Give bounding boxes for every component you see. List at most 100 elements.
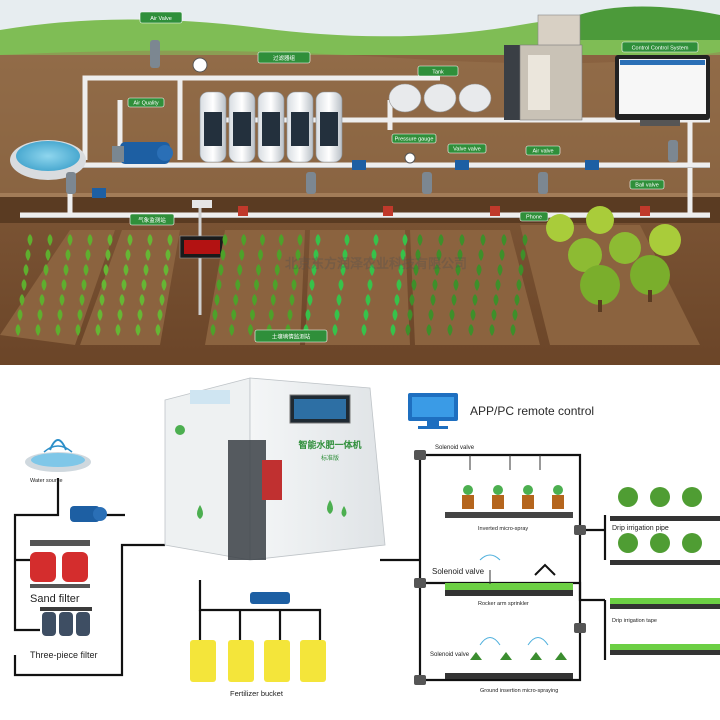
- crop-plant: [522, 234, 528, 246]
- crop-plant: [143, 264, 149, 276]
- crop-plant: [135, 324, 141, 336]
- bottom-labels: Water source Sand filter Three-piece fil…: [30, 445, 669, 698]
- crop-plant: [258, 249, 263, 261]
- crop-plant: [453, 279, 459, 291]
- weather-station: [179, 200, 225, 315]
- crop-plant: [309, 279, 315, 291]
- filter-group-chip: 过滤器组: [257, 51, 311, 64]
- computer-icon: [408, 393, 458, 429]
- crop-plant: [95, 324, 101, 336]
- bottom-pump: [70, 506, 107, 522]
- sand-filter-label: Sand filter: [30, 593, 80, 605]
- soil-station-chip: 土壤墒情监测站: [254, 329, 328, 343]
- crop-plant: [394, 294, 400, 306]
- crop-plant: [87, 234, 93, 246]
- crop-plant: [115, 324, 121, 336]
- crop-plant: [434, 264, 440, 276]
- pump: [112, 142, 173, 164]
- station-label: 气象监测站: [138, 216, 166, 224]
- crop-plant: [218, 264, 224, 276]
- crop-plant: [123, 264, 129, 276]
- crop-plant: [239, 249, 245, 261]
- crop-plant: [428, 309, 434, 321]
- phone-label: Phone: [526, 215, 542, 221]
- tank-chip: Tank: [417, 65, 459, 77]
- crop-plant: [210, 324, 216, 336]
- crop-plant: [260, 234, 265, 246]
- solenoid-valve-2-label: Solenoid valve: [432, 567, 485, 576]
- crop-plant: [159, 294, 165, 306]
- crop-plant: [491, 309, 497, 321]
- crop-plant: [19, 294, 25, 306]
- crop-plant: [252, 294, 257, 306]
- crop-plant: [103, 264, 109, 276]
- crop-plant: [278, 234, 284, 246]
- crop-plant: [37, 309, 43, 321]
- crop-plant: [297, 234, 303, 246]
- crop-plant: [233, 294, 239, 306]
- crop-plant: [516, 279, 522, 291]
- soil-station-label: 土壤墒情监测站: [272, 333, 311, 341]
- three-piece-filter: [40, 607, 92, 636]
- crop-plant: [117, 309, 123, 321]
- crop-plant: [409, 294, 415, 306]
- trees: [546, 206, 681, 312]
- crop-plant: [338, 279, 344, 291]
- crop-plant: [157, 309, 163, 321]
- watermark: 北京东方润泽农业科技有限公司: [285, 256, 467, 272]
- crop-plant: [165, 249, 171, 261]
- crop-plant: [274, 264, 280, 276]
- crop-plant: [27, 234, 33, 246]
- crop-plant: [518, 264, 524, 276]
- air-valve-chip: Air Valve: [139, 11, 183, 24]
- crop-plant: [291, 279, 297, 291]
- crop-plant: [336, 294, 342, 306]
- drip-tape-beds: [610, 598, 720, 655]
- crop-plant: [25, 249, 31, 261]
- drip-tree-beds: [610, 487, 720, 565]
- control-monitor: [615, 55, 710, 126]
- crop-plant: [457, 249, 463, 261]
- crop-plant: [216, 279, 222, 291]
- air-quality-chip: Air Quality: [127, 97, 165, 108]
- fertigation-machine: 智能水肥一体机 标准版: [164, 377, 386, 561]
- crop-plant: [105, 249, 111, 261]
- crop-plant: [295, 249, 301, 261]
- crop-plant: [39, 294, 45, 306]
- crop-plant: [459, 234, 465, 246]
- crop-plant: [313, 249, 319, 261]
- air-valve-label: Air Valve: [150, 16, 172, 22]
- crop-plant: [81, 279, 87, 291]
- crop-plant: [493, 294, 499, 306]
- crop-plant: [451, 294, 457, 306]
- rocker-sprinkler-bed: [445, 554, 573, 596]
- ground-spray-label: Ground insertion micro-spraying: [480, 688, 558, 694]
- crop-plant: [107, 234, 113, 246]
- valves: [66, 40, 678, 216]
- crop-plant: [127, 234, 133, 246]
- crop-plant: [476, 264, 482, 276]
- three-piece-filter-label: Three-piece filter: [30, 650, 98, 660]
- crop-plant: [369, 264, 375, 276]
- bottom-scene: 智能水肥一体机 标准版 APP/PC remote control: [0, 365, 720, 720]
- crop-plant: [167, 234, 173, 246]
- crop-plant: [250, 309, 255, 321]
- crop-plant: [340, 264, 346, 276]
- machine-subtitle: 标准版: [321, 454, 339, 462]
- crop-plant: [155, 324, 161, 336]
- crop-plant: [125, 249, 131, 261]
- crop-plant: [161, 279, 167, 291]
- crop-plant: [139, 294, 145, 306]
- crop-plant: [256, 264, 261, 276]
- drip-tape-label: Drip irrigation tape: [612, 618, 657, 624]
- crop-plant: [268, 309, 274, 321]
- ball-valve-label: Ball valve: [635, 183, 659, 189]
- crop-plant: [371, 249, 377, 261]
- water-pool: [10, 140, 86, 180]
- ground-spray-bed: [445, 637, 573, 679]
- crop-plant: [430, 294, 436, 306]
- water-source: [25, 439, 91, 472]
- crop-plant: [145, 249, 151, 261]
- crop-plant: [248, 324, 253, 336]
- rocker-sprinkler-label: Rocker arm sprinkler: [478, 601, 529, 607]
